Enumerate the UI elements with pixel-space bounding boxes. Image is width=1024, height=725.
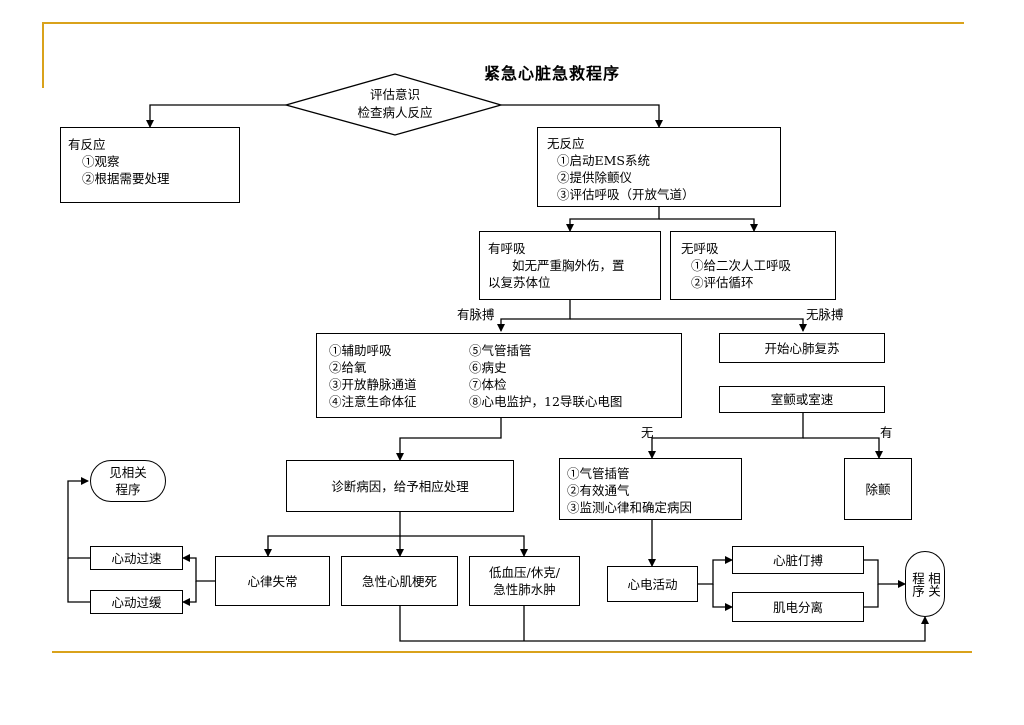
breathing-line2: 以复苏体位 [488,275,551,290]
breathing-box: 有呼吸 如无严重胸外伤，置 以复苏体位 [479,231,661,300]
vf-vt-text: 室颤或室速 [770,392,834,407]
assess-line1: 评估意识 [369,87,420,102]
ami-text: 急性心肌梗死 [361,573,437,589]
electrical-activity-text: 心电活动 [627,576,678,592]
no-branch-label: 无 [641,425,654,440]
emd-text: 肌电分离 [772,599,823,615]
airway-step: ①气管插管 [567,466,630,481]
page-title: 紧急心脏急救程序 [484,64,621,83]
airway-box: ①气管插管 ②有效通气 ③监测心律和确定病因 [559,458,742,520]
emd-box: 肌电分离 [732,592,864,622]
responsive-item: ①观察 [82,154,120,169]
responsive-heading: 有反应 [68,137,106,152]
unresponsive-heading: 无反应 [547,136,585,151]
diagnose-box: 诊断病因，给予相应处理 [286,460,514,512]
defib-text: 除颤 [865,481,891,497]
care-steps-right: ⑤气管插管 ⑥病史 ⑦体检 ⑧心电监护，12导联心电图 [469,342,622,410]
tachycardia-text: 心动过速 [111,550,162,566]
see-related-line2: 程序 [115,482,141,497]
has-pulse-label: 有脉搏 [457,307,495,322]
diagnose-text: 诊断病因，给予相应处理 [331,478,469,494]
left-rule [42,22,44,88]
assess-line2: 检查病人反应 [357,105,433,120]
bradycardia-box: 心动过缓 [90,590,183,614]
related-line1: 相关 [926,571,941,597]
see-related-procedure: 见相关 程序 [90,460,166,502]
start-cpr-text: 开始心肺复苏 [764,340,840,356]
not-breathing-item: ②评估循环 [691,275,754,290]
unresponsive-item: ③评估呼吸（开放气道） [557,187,695,202]
arrhythmia-text: 心律失常 [247,573,298,589]
airway-step: ②有效通气 [567,483,630,498]
ami-box: 急性心肌梗死 [341,556,458,606]
arrhythmia-box: 心律失常 [215,556,330,606]
breathing-line1: 如无严重胸外伤，置 [512,258,625,273]
no-pulse-label: 无脉搏 [806,307,844,322]
hypotension-line1: 低血压/休克/ [489,565,560,580]
responsive-item: ②根据需要处理 [82,171,170,186]
care-step: ⑧心电监护，12导联心电图 [469,394,623,409]
defib-box: 除颤 [844,458,912,520]
not-breathing-box: 无呼吸 ①给二次人工呼吸 ②评估循环 [670,231,836,300]
care-step: ①辅助呼吸 [329,343,392,358]
not-breathing-item: ①给二次人工呼吸 [691,258,792,273]
related-line2: 程序 [910,571,925,597]
top-rule [42,22,964,24]
care-step: ③开放静脉通道 [329,377,417,392]
airway-step: ③监测心律和确定病因 [567,500,693,515]
not-breathing-heading: 无呼吸 [681,241,719,256]
vf-vt-box: 室颤或室速 [719,386,885,413]
unresponsive-item: ①启动EMS系统 [557,153,650,168]
bradycardia-text: 心动过缓 [111,594,162,610]
start-cpr-box: 开始心肺复苏 [719,333,885,363]
care-steps-left: ①辅助呼吸 ②给氧 ③开放静脉通道 ④注意生命体征 [329,342,417,410]
unresponsive-box: 无反应 ①启动EMS系统 ②提供除颤仪 ③评估呼吸（开放气道） [537,127,781,207]
hypotension-line2: 急性肺水肿 [493,582,556,597]
unresponsive-item: ②提供除颤仪 [557,170,633,185]
tachycardia-box: 心动过速 [90,546,183,570]
care-step: ⑥病史 [469,360,507,375]
breathing-heading: 有呼吸 [488,241,526,256]
responsive-box: 有反应 ①观察 ②根据需要处理 [60,127,240,203]
care-step: ⑤气管插管 [469,343,532,358]
care-steps-box: ①辅助呼吸 ②给氧 ③开放静脉通道 ④注意生命体征 ⑤气管插管 ⑥病史 ⑦体检 … [316,333,682,418]
asystole-box: 心脏仃搏 [732,546,864,574]
assess-consciousness: 评估意识 检查病人反应 [335,86,455,122]
care-step: ⑦体检 [469,377,507,392]
hypotension-box: 低血压/休克/ 急性肺水肿 [469,556,580,606]
electrical-activity-box: 心电活动 [607,566,698,602]
related-procedure: 相关 程序 [905,551,945,617]
care-step: ④注意生命体征 [329,394,417,409]
care-step: ②给氧 [329,360,367,375]
see-related-line1: 见相关 [109,465,147,480]
asystole-text: 心脏仃搏 [772,552,823,568]
yes-branch-label: 有 [880,425,893,440]
bottom-rule [52,651,972,653]
